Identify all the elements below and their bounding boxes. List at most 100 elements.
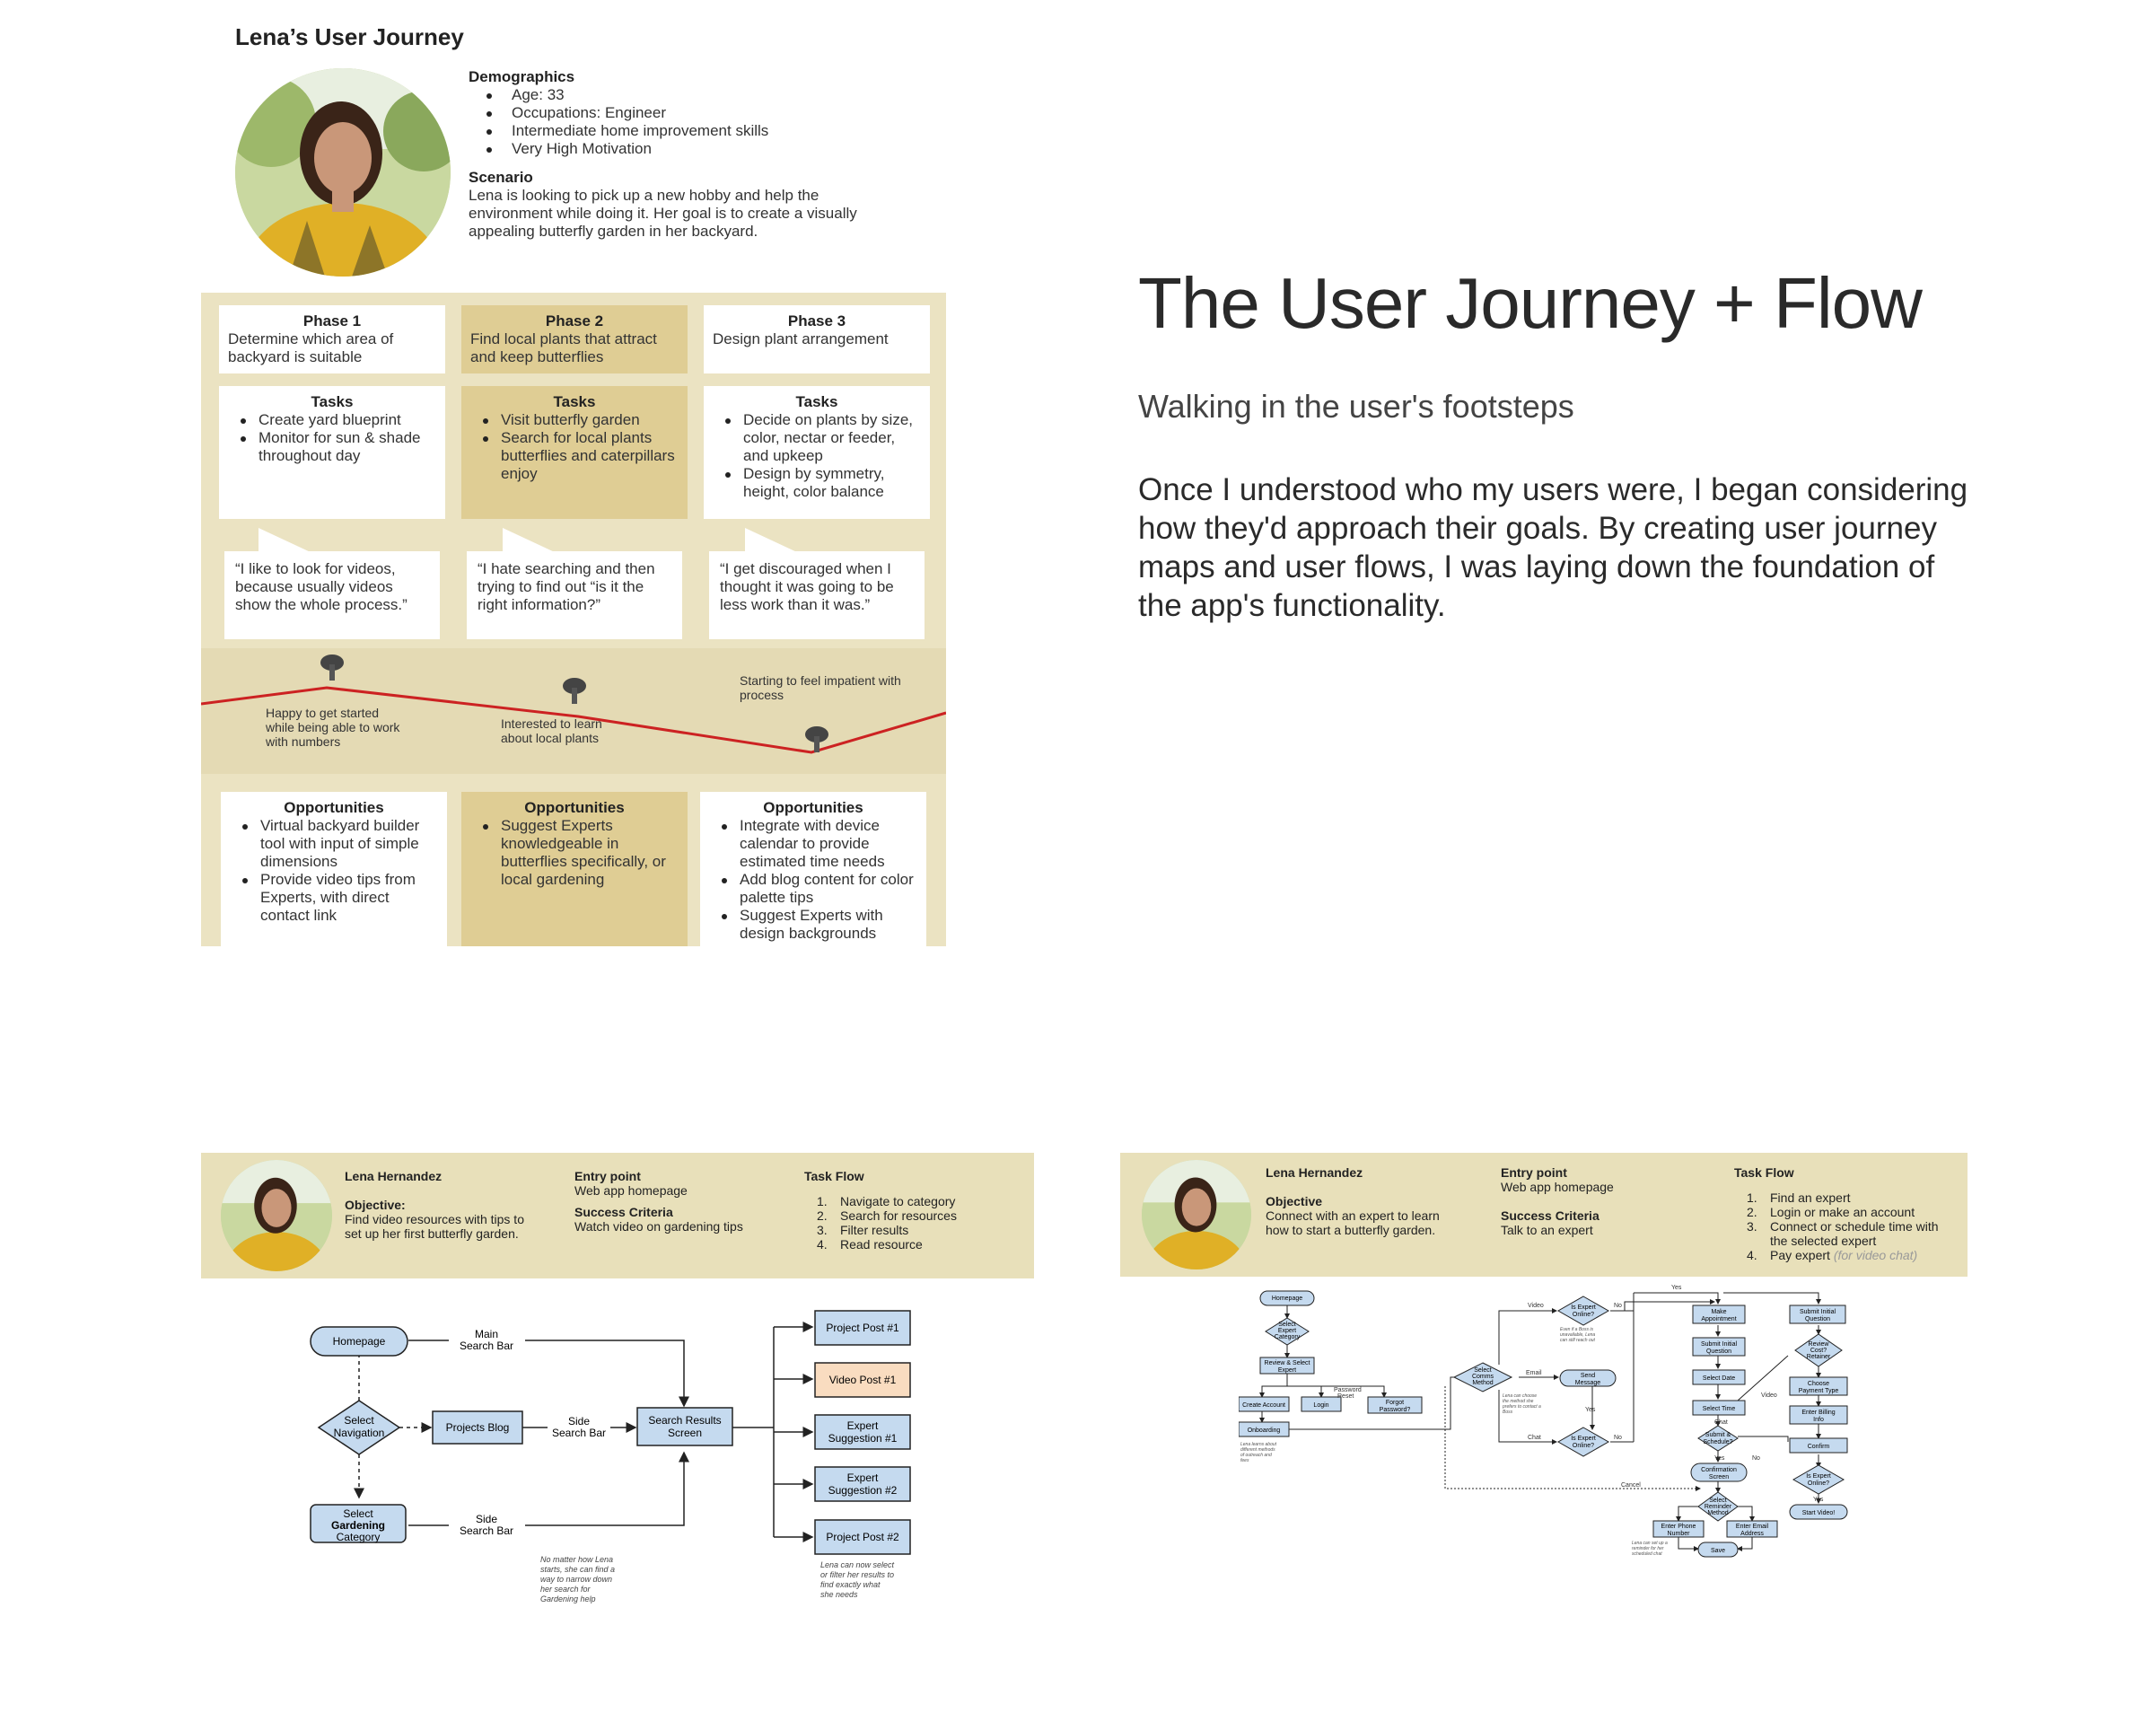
task-item: Decide on plants by size, color, nectar … [713, 411, 921, 465]
svg-text:Side: Side [568, 1415, 590, 1428]
emotion-label-1: Happy to get started while being able to… [266, 706, 400, 749]
objective-label: Objective [1266, 1194, 1323, 1208]
svg-text:Online?: Online? [1808, 1480, 1829, 1487]
svg-text:Search Bar: Search Bar [552, 1427, 606, 1439]
svg-text:reminder for her: reminder for her [1632, 1546, 1664, 1551]
taskflow-item: 2.Login or make an account [1747, 1205, 1915, 1219]
quote-bubble-3: “I get discouraged when I thought it was… [709, 551, 925, 639]
flow2-taskflow: Task Flow 1.Find an expert 2.Login or ma… [1734, 1165, 1959, 1262]
svg-text:Chat: Chat [1714, 1419, 1728, 1426]
svg-text:Project Post #2: Project Post #2 [826, 1531, 899, 1543]
svg-text:the method she: the method she [1503, 1399, 1534, 1404]
svg-text:Suggestion #1: Suggestion #1 [828, 1432, 898, 1445]
svg-text:Select: Select [1709, 1498, 1727, 1504]
taskflow-item: 4.Read resource [817, 1237, 923, 1252]
opportunity-item: Integrate with device calendar to provid… [709, 817, 917, 871]
svg-text:Submit Initial: Submit Initial [1800, 1309, 1836, 1315]
node-projects-blog: Projects Blog [432, 1410, 523, 1445]
svg-text:Select: Select [1278, 1322, 1296, 1328]
svg-text:Side: Side [476, 1513, 497, 1525]
svg-text:Create Account: Create Account [1242, 1402, 1285, 1409]
taskflow-item: 2.Search for resources [817, 1208, 957, 1223]
svg-text:No: No [1614, 1303, 1622, 1309]
svg-text:Send: Send [1581, 1373, 1595, 1379]
svg-text:or filter her results to: or filter her results to [820, 1570, 894, 1579]
persona-avatar [1142, 1160, 1251, 1269]
phase-title: Phase 3 [787, 312, 846, 329]
svg-text:Info: Info [1813, 1417, 1824, 1423]
svg-text:Project Post #1: Project Post #1 [826, 1322, 899, 1334]
svg-text:Enter Billing: Enter Billing [1801, 1410, 1835, 1416]
opportunities-card-3: Opportunities Integrate with device cale… [700, 792, 926, 946]
svg-text:Expert: Expert [1278, 1328, 1296, 1334]
node-homepage: Homepage [310, 1326, 408, 1357]
taskflow-item: 1.Find an expert [1747, 1190, 1851, 1205]
section-heading: The User Journey + Flow [1138, 263, 1923, 343]
demographic-item: Occupations: Engineer [486, 104, 917, 122]
quote-tail [503, 528, 557, 553]
svg-text:Select: Select [1474, 1367, 1492, 1374]
f2-node-start-video: Start Video! [1789, 1504, 1848, 1520]
svg-text:Search Bar: Search Bar [460, 1524, 513, 1537]
svg-text:Screen: Screen [1709, 1474, 1729, 1480]
svg-text:Lena can now select: Lena can now select [820, 1560, 895, 1569]
persona-avatar [235, 68, 451, 277]
svg-text:Gardening: Gardening [331, 1519, 385, 1532]
svg-text:Review & Select: Review & Select [1265, 1360, 1310, 1366]
node-video-post-1: Video Post #1 [814, 1362, 911, 1398]
objective-text: Find video resources with tips to set up… [345, 1212, 524, 1241]
emotion-label-3: Starting to feel impatient with process [740, 673, 901, 702]
svg-text:Video Post #1: Video Post #1 [829, 1374, 897, 1386]
objective-text: Connect with an expert to learn how to s… [1266, 1208, 1440, 1237]
svg-text:Is Expert: Is Expert [1571, 1305, 1596, 1311]
svg-text:Boss: Boss [1503, 1410, 1513, 1415]
phase-card-2: Phase 2 Find local plants that attract a… [461, 305, 688, 373]
flow1-persona: Lena Hernandez Objective: Find video res… [345, 1169, 542, 1241]
svg-text:Category: Category [337, 1531, 381, 1543]
svg-text:Reminder: Reminder [1705, 1504, 1732, 1510]
svg-text:Start Video!: Start Video! [1802, 1510, 1836, 1516]
persona-details: Demographics Age: 33 Occupations: Engine… [469, 68, 917, 241]
f2-node-create-account: Create Account [1239, 1396, 1290, 1412]
user-journey-map: Lena’s User Journey Demographics Age: 33… [199, 14, 953, 948]
svg-text:find exactly what: find exactly what [820, 1580, 881, 1589]
svg-text:Address: Address [1740, 1531, 1764, 1537]
svg-text:Online?: Online? [1573, 1312, 1594, 1318]
tasks-heading: Tasks [795, 393, 838, 410]
flow2-entry: Entry point Web app homepage Success Cri… [1501, 1165, 1707, 1237]
tasks-heading: Tasks [311, 393, 354, 410]
opportunities-heading: Opportunities [524, 799, 625, 816]
f2-node-homepage: Homepage [1259, 1290, 1315, 1306]
success-label: Success Criteria [574, 1205, 673, 1219]
task-item: Design by symmetry, height, color balanc… [713, 465, 921, 501]
svg-text:Password?: Password? [1380, 1407, 1411, 1413]
svg-text:Even if a Boss is: Even if a Boss is [1560, 1327, 1593, 1332]
scenario-text: Lena is looking to pick up a new hobby a… [469, 187, 857, 240]
opportunity-item: Virtual backyard builder tool with input… [230, 817, 438, 871]
f2-node-select-date: Select Date [1692, 1369, 1746, 1385]
svg-text:Enter Phone: Enter Phone [1661, 1524, 1696, 1530]
quote-tail [745, 528, 799, 553]
svg-text:Lena can choose: Lena can choose [1503, 1393, 1537, 1399]
svg-text:Number: Number [1668, 1531, 1691, 1537]
svg-text:Make: Make [1711, 1309, 1726, 1315]
taskflow-item: 1.Navigate to category [817, 1194, 956, 1208]
tasks-card-2: Tasks Visit butterfly garden Search for … [461, 386, 688, 519]
emotion-label-2: Interested to learn about local plants [501, 716, 602, 745]
svg-text:Choose: Choose [1808, 1381, 1829, 1387]
f2-edge-labels: Video No Yes Email Yes Chat No Chat Vide… [1334, 1285, 1824, 1503]
persona-avatar [221, 1160, 332, 1271]
journey-title: Lena’s User Journey [235, 23, 464, 50]
